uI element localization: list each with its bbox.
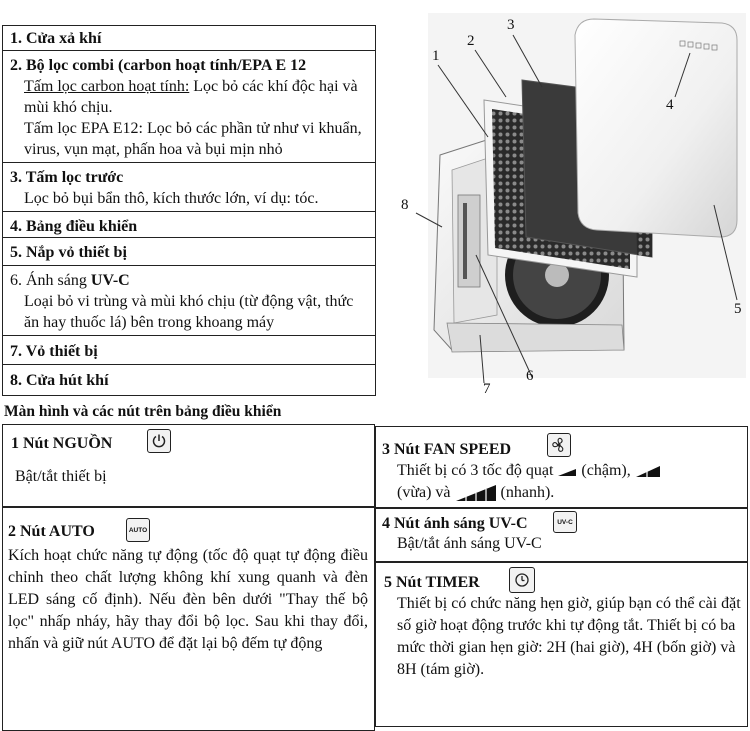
callout-8: 8: [401, 197, 409, 213]
part-desc: Loại bỏ vi trùng và mùi khó chịu (từ độn…: [24, 293, 354, 331]
part-7: 7. Vỏ thiết bị: [3, 336, 375, 365]
uvc-icon-label: UV-C: [557, 518, 573, 526]
fan-speed-desc: Thiết bị có 3 tốc độ quạt (chậm), (vừa) …: [397, 460, 742, 504]
part-desc-2: Tấm lọc EPA E12: Lọc bỏ các phần tử như …: [24, 120, 362, 158]
part-title: 8. Cửa hút khí: [10, 372, 109, 389]
fan-icon: [547, 433, 571, 457]
part-2: 2. Bộ lọc combi (carbon hoạt tính/EPA E …: [3, 51, 375, 163]
fan-hub: [545, 263, 569, 287]
device-cover: [574, 18, 738, 238]
uvc-lamp-bracket: [457, 194, 481, 288]
fan-speed-title: 3 Nút FAN SPEED: [382, 441, 512, 458]
part-4: 4. Bảng điều khiển: [3, 212, 375, 238]
exploded-diagram: 1 2 3 4 5 6 7 8: [392, 5, 748, 400]
part-8: 8. Cửa hút khí: [3, 365, 375, 395]
part-1: 1. Cửa xả khí: [3, 26, 375, 51]
auto-button-desc: Kích hoạt chức năng tự động (tốc độ quạt…: [8, 547, 368, 652]
auto-button-title: 2 Nút AUTO: [8, 523, 95, 540]
part-desc: Lọc bỏ bụi bẩn thô, kích thước lớn, ví d…: [24, 190, 319, 207]
fan-desc-mid: (vừa) và: [397, 484, 451, 501]
callout-6: 6: [526, 368, 534, 384]
uvc-icon: UV-C: [553, 511, 577, 533]
uvc-button-box: [375, 508, 748, 562]
timer-button-title: 5 Nút TIMER: [384, 574, 480, 591]
part-title: 2. Bộ lọc combi (carbon hoạt tính/EPA E …: [10, 57, 307, 74]
callout-5: 5: [734, 301, 742, 317]
leader-lines: [415, 34, 738, 384]
fan-desc-text: Thiết bị có 3 tốc độ quạt: [397, 462, 554, 479]
part-6: 6. Ánh sáng UV-C Loại bỏ vi trùng và mùi…: [3, 266, 375, 336]
fan-desc-slow: (chậm),: [581, 462, 631, 479]
part-3: 3. Tấm lọc trước Lọc bỏ bụi bẩn thô, kíc…: [3, 163, 375, 212]
clock-icon: [509, 567, 535, 593]
fan-desc-fast: (nhanh).: [500, 484, 555, 501]
parts-list: 1. Cửa xả khí 2. Bộ lọc combi (carbon ho…: [2, 25, 376, 396]
callout-1: 1: [432, 48, 440, 64]
panel-button-4: [703, 43, 710, 50]
panel-button-2: [687, 41, 694, 48]
power-button-desc: Bật/tắt thiết bị: [15, 468, 107, 485]
speed-high-icon: [455, 485, 496, 502]
power-button-box: [2, 424, 375, 507]
speed-low-icon: [558, 469, 577, 477]
part-title: 3. Tấm lọc trước: [10, 169, 124, 186]
controls-heading: Màn hình và các nút trên bảng điều khiển: [4, 403, 282, 420]
panel-button-5: [711, 44, 718, 51]
panel-button-3: [695, 42, 702, 49]
power-icon: [147, 429, 171, 453]
auto-icon: AUTO: [126, 518, 150, 542]
power-button-title: 1 Nút NGUỒN: [11, 435, 113, 452]
part-desc: Tấm lọc carbon hoạt tính: Lọc bỏ các khí…: [10, 76, 368, 118]
fan-speed-box: [375, 426, 748, 508]
air-purifier-illustration: [415, 13, 746, 384]
part-desc-rest: Lọc bỏ các khí độc hại và mùi khó chịu.: [24, 78, 358, 116]
housing-base: [446, 322, 625, 353]
part-title-prefix: 6. Ánh sáng: [10, 272, 91, 289]
part-title: 5. Nắp vỏ thiết bị: [10, 244, 127, 261]
part-desc-underlined: Tấm lọc carbon hoạt tính:: [24, 78, 190, 95]
uvc-button-desc: Bật/tắt ánh sáng UV-C: [397, 535, 542, 552]
timer-button-box: [375, 562, 748, 727]
part-5: 5. Nắp vỏ thiết bị: [3, 238, 375, 266]
callout-7: 7: [483, 381, 491, 397]
part-title: 4. Bảng điều khiển: [10, 218, 138, 235]
callout-2: 2: [467, 33, 475, 49]
callout-4: 4: [666, 97, 674, 113]
part-title: 7. Vỏ thiết bị: [10, 343, 98, 360]
uvc-lamp: [463, 203, 467, 279]
panel-button-1: [679, 40, 686, 47]
timer-button-desc: Thiết bị có chức năng hẹn giờ, giúp bạn …: [397, 595, 741, 678]
auto-icon-label: AUTO: [128, 526, 148, 534]
callout-3: 3: [507, 17, 515, 33]
part-title: 1. Cửa xả khí: [10, 30, 102, 47]
part-title: 6. Ánh sáng UV-C: [10, 270, 368, 291]
speed-mid-icon: [635, 466, 660, 478]
part-title-bold: UV-C: [90, 272, 130, 289]
uvc-button-title: 4 Nút ánh sáng UV-C: [382, 515, 528, 532]
